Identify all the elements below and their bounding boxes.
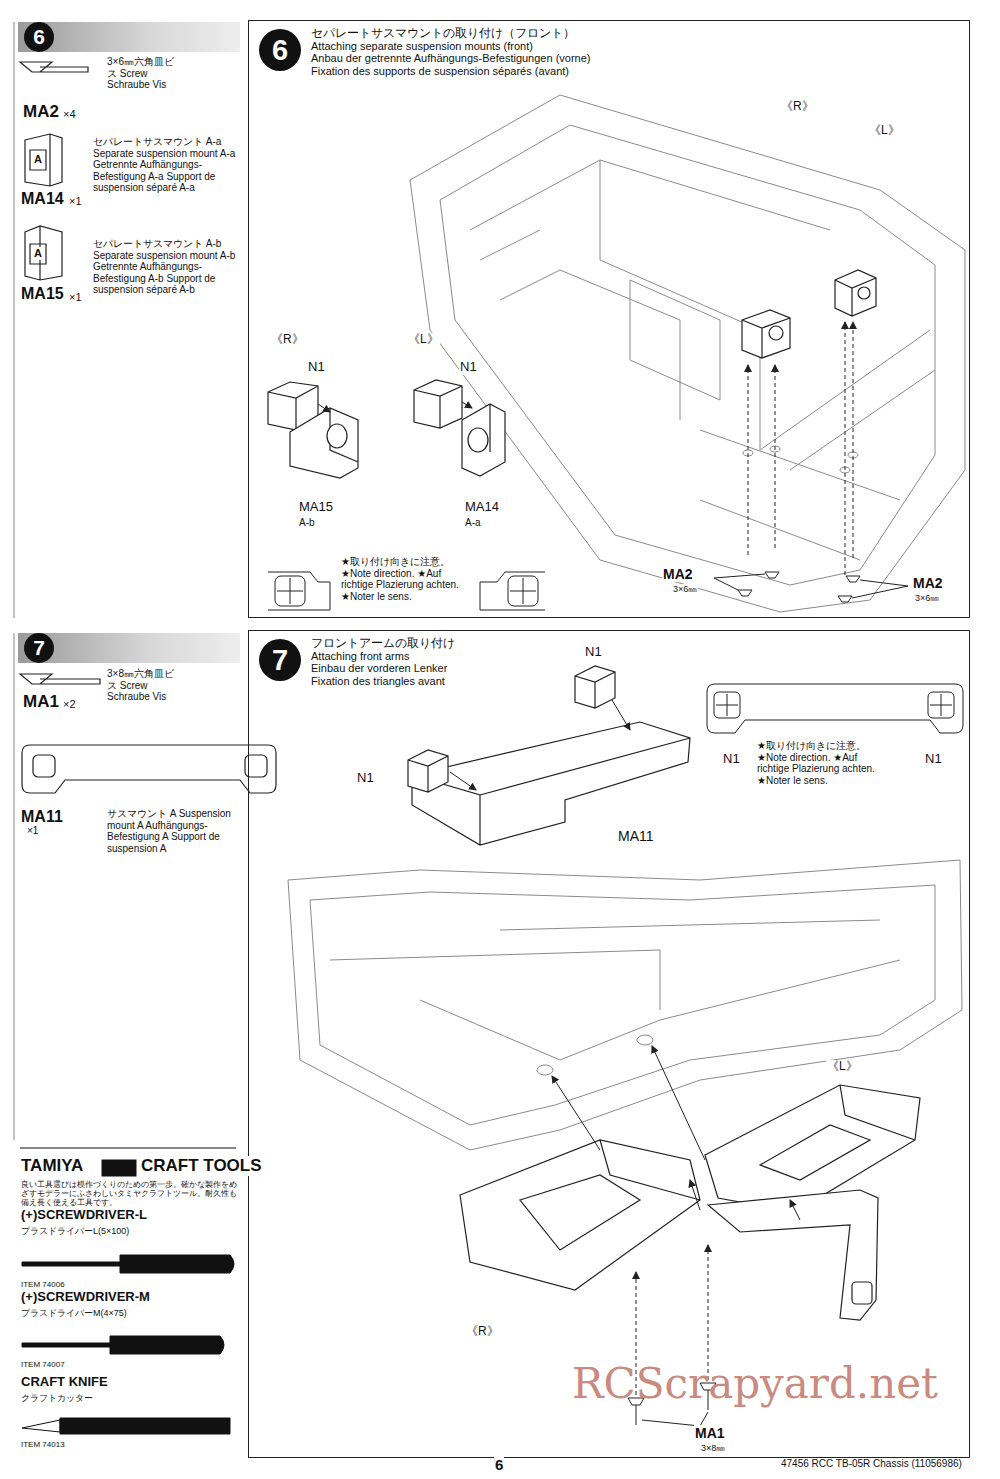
part-code: MA11 [20,808,64,826]
tool-name: CRAFT KNIFE [20,1375,109,1390]
part-code: MA14 [20,190,65,208]
side-mark: 《R》 [270,333,305,347]
step-heading: フロントアームの取り付け [311,637,455,650]
tool-name: クラフトカッター [20,1393,94,1403]
part-description: セパレートサスマウント A-a Separate suspension moun… [92,136,240,194]
tool-name: プラスドライバーM(4×75) [20,1308,128,1318]
step-band: 7 [18,633,240,663]
part-code: N1 [924,752,943,767]
item-number: ITEM 74013 [20,1440,66,1449]
dimension: 3×8㎜ [700,1443,726,1453]
part-code: MA2 [662,566,694,582]
part-mark: A [33,247,43,260]
quantity: ×4 [62,108,77,121]
item-number: ITEM 74006 [20,1280,66,1289]
part-code: MA1 [22,692,60,712]
step-number: 7 [259,639,301,681]
part-description: セパレートサスマウント A-b Separate suspension moun… [92,238,240,296]
part-code: A-b [298,517,316,529]
step-number: 6 [24,22,54,52]
quantity: ×1 [68,291,83,304]
part-code: N1 [356,771,375,786]
part-code: MA15 [298,500,334,515]
part-code: N1 [584,645,603,660]
dimension: 3×6㎜ [672,584,698,594]
step-heading: Fixation des triangles avant [311,675,445,688]
part-code: N1 [459,360,478,375]
tool-name: プラスドライバーL(5×100) [20,1226,130,1236]
part-code: N1 [307,360,326,375]
part-mark: A [33,153,43,166]
part-code: N1 [722,752,741,767]
part-description: サスマウント A Suspension mount A Aufhängungs-… [106,808,238,854]
note: ★取り付け向きに注意。 ★Note direction. ★Auf richti… [340,556,462,602]
part-description: 3×6㎜六角皿ビス Screw Schraube Vis [106,56,182,91]
step-frame: 6 セパレートサスマウントの取り付け（フロント）Attaching separat… [248,20,970,618]
watermark: RCScrapyard.net [572,1360,938,1408]
note: ★取り付け向きに注意。 ★Note direction. ★Auf richti… [756,740,878,786]
page-number: 6 [494,1456,504,1473]
step-band: 6 [18,22,240,52]
side-mark: 《L》 [868,124,901,138]
part-code: MA1 [694,1425,726,1441]
footer-text: 47456 RCC TB-05R Chassis (11056986) [780,1458,963,1470]
side-mark: 《L》 [407,333,440,347]
step-heading: セパレートサスマウントの取り付け（フロント） [311,27,575,40]
part-code: MA2 [22,102,60,122]
part-code: MA14 [464,500,500,515]
brand-name: TAMIYA [20,1156,84,1176]
side-mark: 《L》 [826,1060,859,1074]
step-heading: Fixation des supports de suspension sépa… [311,65,569,78]
tool-name: (+)SCREWDRIVER-L [20,1208,148,1223]
part-code: MA2 [912,575,944,591]
part-code: MA15 [20,285,65,303]
step-heading: Attaching front arms [311,650,409,663]
item-number: ITEM 74007 [20,1360,66,1369]
step-number: 6 [259,29,301,71]
step-heading: Einbau der vorderen Lenker [311,662,447,675]
quantity: ×2 [62,698,77,711]
tool-name: (+)SCREWDRIVER-M [20,1290,151,1305]
tool-note: 良い工具選びは模作づくりのための第一歩。確かな製作をめざすモデラーにふさわしいタ… [20,1180,238,1208]
step-heading: Anbau der getrennte Aufhängungs-Befestig… [311,52,590,65]
quantity: ×1 [26,825,39,837]
part-code: A-a [464,517,482,529]
side-mark: 《R》 [465,1325,500,1339]
side-mark: 《R》 [780,100,815,114]
brand-name: CRAFT TOOLS [140,1156,263,1176]
quantity: ×1 [68,195,83,208]
step-number: 7 [24,633,54,663]
step-heading: Attaching separate suspension mounts (fr… [311,40,533,53]
dimension: 3×6㎜ [914,593,940,603]
part-code: MA11 [617,828,655,844]
part-description: 3×8㎜六角皿ビス Screw Schraube Vis [106,668,182,703]
